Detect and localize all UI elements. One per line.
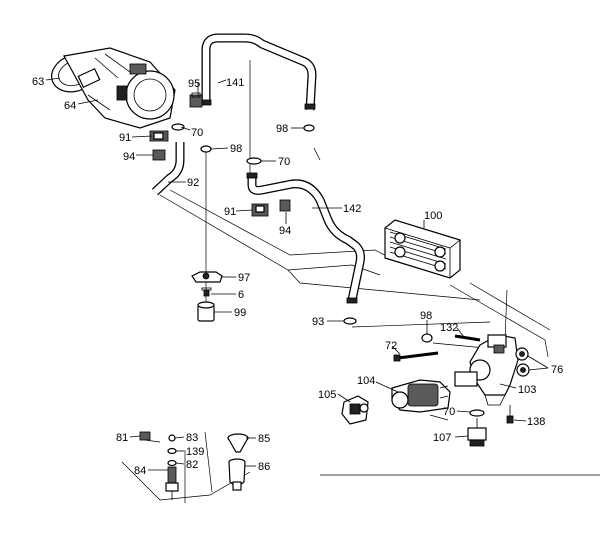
callout-83: 83 — [186, 432, 198, 444]
callout-6: 6 — [238, 289, 244, 301]
callout-82: 82 — [186, 459, 198, 471]
callout-64: 64 — [64, 100, 76, 112]
clip-91-b — [251, 203, 269, 217]
leader-lines — [45, 77, 549, 471]
screw-6 — [201, 287, 212, 297]
fitting-107 — [467, 418, 487, 447]
callout-70-c: 70 — [443, 406, 455, 418]
o-ring-98-a — [303, 124, 315, 132]
assembly-guide-lines — [121, 60, 600, 503]
callout-63: 63 — [32, 76, 44, 88]
callout-86: 86 — [258, 461, 270, 473]
pipe-141 — [200, 33, 317, 111]
callout-85: 85 — [258, 433, 270, 445]
o-ring-139 — [167, 447, 177, 455]
callout-84: 84 — [134, 465, 146, 477]
clip-94-b — [279, 199, 291, 212]
bolt-72 — [393, 351, 439, 362]
pipe-142 — [246, 172, 365, 304]
part-83 — [168, 434, 176, 442]
funnel-85 — [227, 433, 249, 453]
pipe-92 — [151, 142, 185, 196]
callout-141: 141 — [226, 77, 244, 89]
callout-139: 139 — [186, 446, 204, 458]
cap-99 — [197, 301, 215, 322]
hydraulic-block-103 — [454, 334, 519, 406]
clip-91-a — [149, 130, 169, 142]
o-ring-98-c — [421, 333, 433, 343]
pump-104 — [391, 379, 451, 413]
callout-105: 105 — [318, 389, 336, 401]
bracket-97 — [191, 271, 223, 283]
callout-104: 104 — [357, 375, 375, 387]
o-ring-82 — [167, 459, 177, 467]
valve-105 — [341, 395, 369, 425]
callout-70-b: 70 — [278, 156, 290, 168]
knob-76 — [515, 347, 530, 377]
callout-72: 72 — [385, 340, 397, 352]
callout-107: 107 — [433, 432, 451, 444]
sensor-84 — [165, 466, 179, 500]
callout-99: 99 — [234, 307, 246, 319]
clip-81 — [139, 431, 161, 443]
washer-70-c — [469, 409, 485, 417]
callout-92: 92 — [187, 177, 199, 189]
callout-97: 97 — [238, 272, 250, 284]
clip-94-a — [152, 149, 166, 161]
callout-94-b: 94 — [279, 225, 291, 237]
callout-98-c: 98 — [420, 310, 432, 322]
callout-91-a: 91 — [119, 132, 131, 144]
callout-132: 132 — [440, 322, 458, 334]
callout-70-a: 70 — [191, 127, 203, 139]
clip-95 — [189, 92, 203, 108]
washer-93 — [343, 317, 357, 325]
callout-76: 76 — [551, 364, 563, 376]
cup-86 — [228, 458, 246, 491]
pin-132 — [454, 334, 481, 342]
callout-95: 95 — [188, 78, 200, 90]
heat-exchanger-100 — [384, 219, 461, 279]
callout-81: 81 — [116, 432, 128, 444]
screw-138 — [506, 405, 514, 424]
callout-98-b: 98 — [276, 123, 288, 135]
callout-142: 142 — [343, 203, 361, 215]
o-ring-98-b — [200, 145, 212, 153]
callout-93: 93 — [312, 316, 324, 328]
fan-assembly — [51, 47, 176, 129]
callout-100: 100 — [424, 210, 442, 222]
callout-98-a: 98 — [230, 143, 242, 155]
callout-103: 103 — [518, 384, 536, 396]
callout-138: 138 — [527, 416, 545, 428]
washer-70-b — [246, 157, 262, 165]
callout-94-a: 94 — [123, 151, 135, 163]
callout-labels: 63 64 95 141 70 91 94 98 98 70 92 142 91… — [32, 76, 563, 477]
washer-70-a — [171, 123, 185, 131]
callout-91-b: 91 — [224, 206, 236, 218]
